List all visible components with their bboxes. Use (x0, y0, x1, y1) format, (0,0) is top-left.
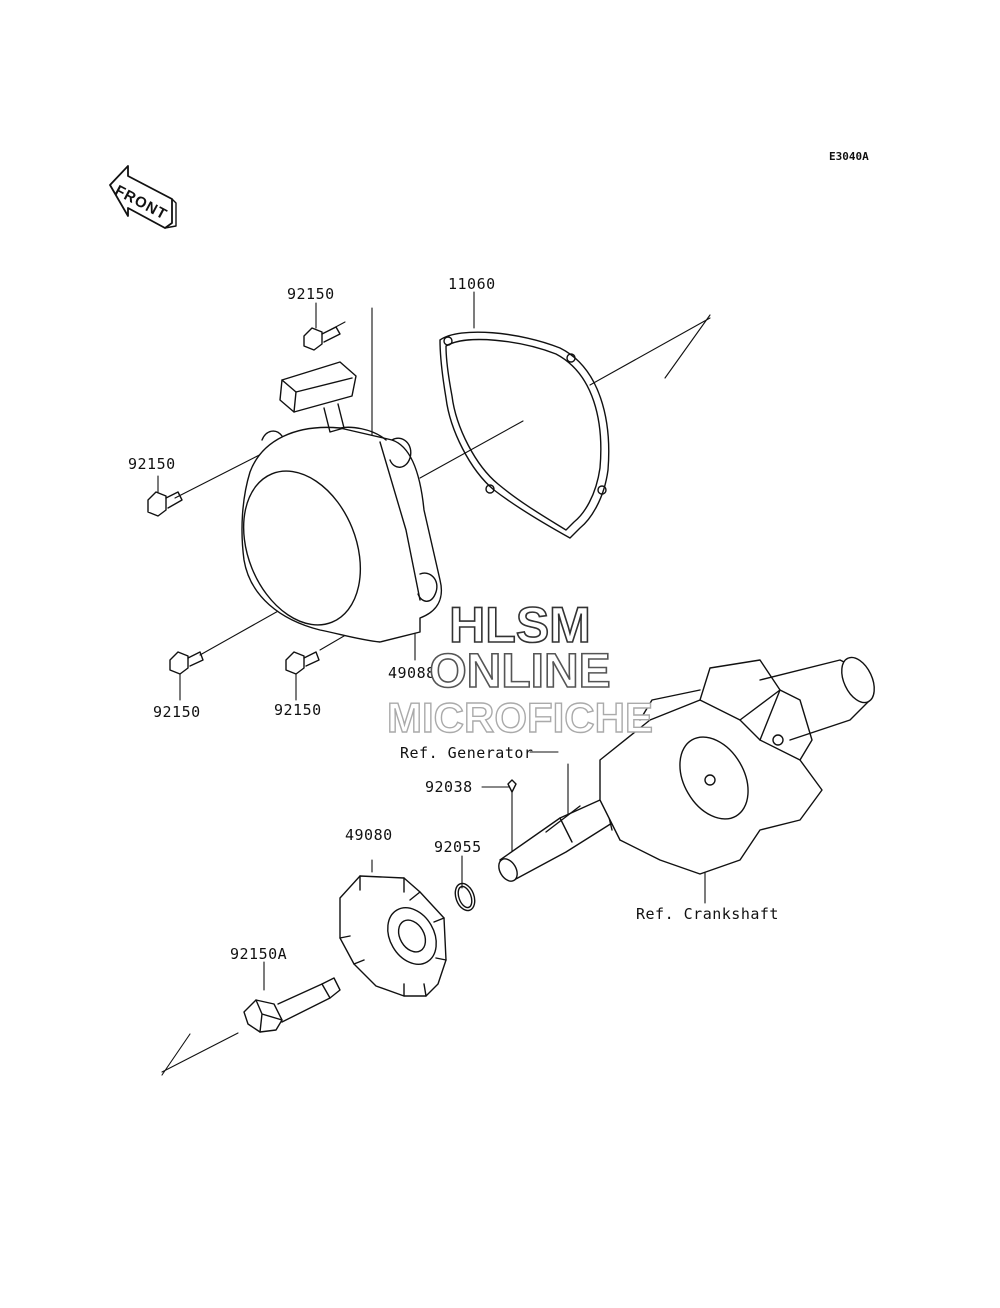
flange-bolt (243, 977, 341, 1033)
bolt-bottom-left (169, 651, 204, 675)
label-ref-crankshaft: Ref. Crankshaft (636, 905, 779, 923)
label-bolt-bottom-mid: 92150 (274, 701, 322, 719)
bolt-top (303, 326, 341, 351)
diagram-code: E3040A (829, 150, 869, 163)
label-o-ring: 92055 (434, 838, 482, 856)
watermark-line1: HLSM (448, 596, 591, 654)
label-ref-generator: Ref. Generator (400, 744, 534, 762)
label-pulley: 49080 (345, 826, 393, 844)
woodruff-key (507, 779, 517, 793)
label-bolt-top: 92150 (287, 285, 335, 303)
label-bolt-bottom-left: 92150 (153, 703, 201, 721)
bolt-left (147, 491, 183, 517)
front-arrow-icon (109, 165, 177, 229)
label-flange-bolt: 92150A (230, 945, 288, 963)
label-recoil-starter: 49088 (388, 664, 436, 682)
recoil-starter (241, 361, 442, 643)
starter-pulley (339, 875, 447, 997)
label-bolt-left: 92150 (128, 455, 176, 473)
crankshaft (498, 656, 875, 882)
watermark-line2: ONLINE (429, 644, 612, 699)
label-gasket: 11060 (448, 275, 496, 293)
o-ring (454, 882, 476, 912)
gasket (439, 331, 610, 539)
bolt-bottom-mid (285, 651, 320, 675)
watermark-line3: MICROFICHE (386, 693, 653, 741)
leader-lines (157, 291, 706, 991)
label-key: 92038 (425, 778, 473, 796)
